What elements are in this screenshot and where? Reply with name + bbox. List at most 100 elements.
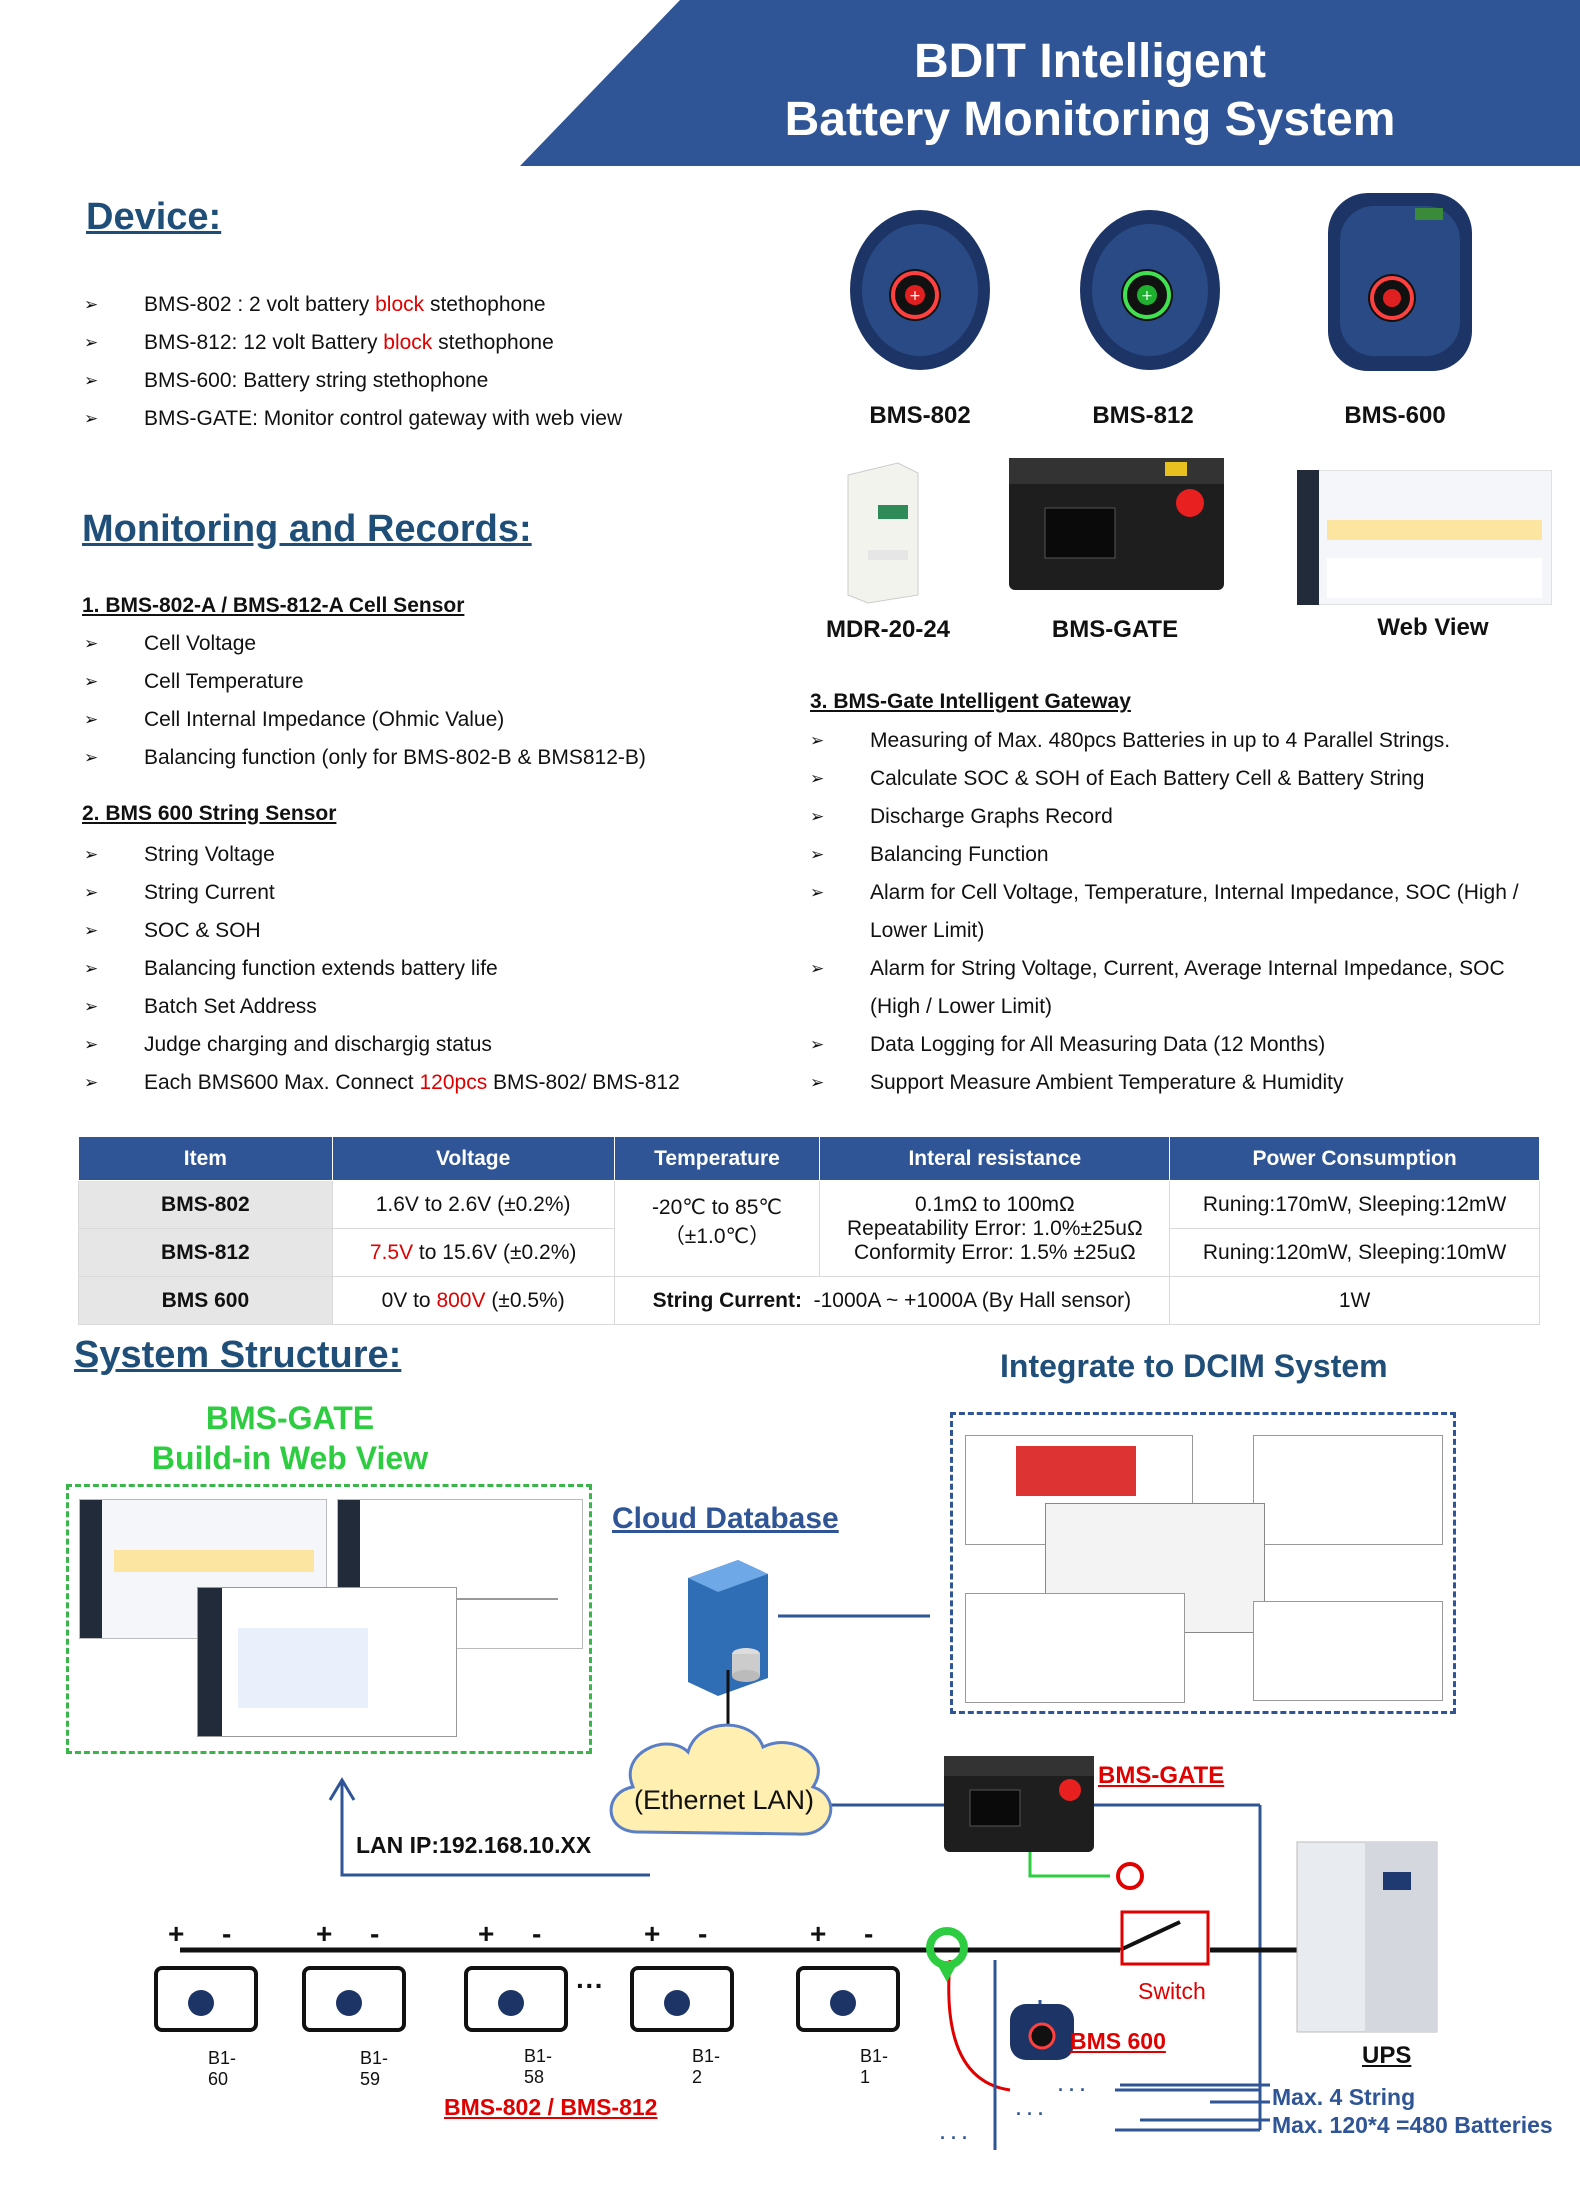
header-resistance: Interal resistance bbox=[819, 1136, 1171, 1181]
max-strings-label: Max. 4 String bbox=[1272, 2084, 1416, 2110]
header-voltage: Voltage bbox=[331, 1136, 615, 1181]
dcim-screenshot bbox=[965, 1593, 1185, 1703]
temperature-cell: -20℃ to 85℃（±1.0℃） bbox=[613, 1180, 821, 1277]
bms-812-image: + bbox=[1080, 210, 1220, 370]
row-power: Runing:170mW, Sleeping:12mW bbox=[1169, 1180, 1540, 1229]
list-item: Data Logging for All Measuring Data (12 … bbox=[810, 1026, 1550, 1064]
max-batteries-label: Max. 120*4 =480 Batteries bbox=[1272, 2112, 1553, 2138]
gate-label: BMS-GATE bbox=[1051, 616, 1179, 643]
s2-title: 2. BMS 600 String Sensor bbox=[82, 802, 337, 825]
cloud-database-title: Cloud Database bbox=[612, 1502, 839, 1535]
monitoring-heading: Monitoring and Records: bbox=[82, 508, 532, 550]
s3-list: Measuring of Max. 480pcs Batteries in up… bbox=[810, 722, 1550, 1102]
list-item: Measuring of Max. 480pcs Batteries in up… bbox=[810, 722, 1550, 760]
row-power: Runing:120mW, Sleeping:10mW bbox=[1169, 1228, 1540, 1277]
list-item: Support Measure Ambient Temperature & Hu… bbox=[810, 1064, 1550, 1102]
gate-webview-title1: BMS-GATE bbox=[205, 1400, 375, 1436]
s1-list: Cell Voltage Cell Temperature Cell Inter… bbox=[84, 625, 646, 777]
mdr-20-24-image bbox=[847, 462, 919, 604]
header-item: Item bbox=[78, 1136, 333, 1181]
row-voltage: 7.5V to 15.6V (±0.2%) bbox=[331, 1228, 615, 1277]
list-item: Discharge Graphs Record bbox=[810, 798, 1550, 836]
device-item: BMS-802 : 2 volt battery block stethopho… bbox=[84, 286, 622, 324]
bms-gate-image bbox=[1009, 458, 1224, 590]
list-item: Balancing Function bbox=[810, 836, 1550, 874]
bms-802-label: BMS-802 bbox=[869, 402, 971, 429]
title-banner bbox=[520, 0, 1580, 166]
row-item: BMS-812 bbox=[78, 1228, 333, 1277]
gate-webview-title2: Build-in Web View bbox=[151, 1440, 429, 1476]
hall-sensor-icon bbox=[926, 1927, 968, 1982]
list-item: String Current bbox=[84, 874, 680, 912]
device-item: BMS-GATE: Monitor control gateway with w… bbox=[84, 400, 622, 438]
s1-title: 1. BMS-802-A / BMS-812-A Cell Sensor bbox=[82, 594, 465, 617]
list-item: Batch Set Address bbox=[84, 988, 680, 1026]
list-item: Calculate SOC & SOH of Each Battery Cell… bbox=[810, 760, 1550, 798]
list-item: Balancing function (only for BMS-802-B &… bbox=[84, 739, 646, 777]
dcim-screenshot bbox=[1253, 1435, 1443, 1545]
svg-text:+: + bbox=[909, 288, 921, 304]
s2-list: String Voltage String Current SOC & SOH … bbox=[84, 836, 680, 1102]
bms-600-diagram-image bbox=[1010, 2004, 1074, 2060]
bms-600-diagram-label: BMS 600 bbox=[1070, 2028, 1166, 2054]
device-item: BMS-600: Battery string stethophone bbox=[84, 362, 622, 400]
header-power: Power Consumption bbox=[1169, 1136, 1540, 1181]
bms-812-label: BMS-812 bbox=[1092, 402, 1194, 429]
bms-600-label: BMS-600 bbox=[1344, 402, 1446, 429]
list-item: Cell Voltage bbox=[84, 625, 646, 663]
web-view-image bbox=[1297, 470, 1552, 605]
banner-title-line1: BDIT Intelligent bbox=[914, 35, 1266, 88]
table-row: BMS-802 1.6V to 2.6V (±0.2%) -20℃ to 85℃… bbox=[78, 1180, 1540, 1277]
table-row: BMS-812 7.5V to 15.6V (±0.2%) Runing:120… bbox=[78, 1228, 1540, 1277]
ups-image bbox=[1296, 1841, 1438, 2033]
list-item: Judge charging and dischargig status bbox=[84, 1026, 680, 1064]
list-item: Alarm for String Voltage, Current, Avera… bbox=[810, 950, 1550, 1026]
bms-gate-diagram-label: BMS-GATE bbox=[1098, 1762, 1225, 1789]
device-heading: Device: bbox=[86, 196, 222, 238]
switch-label: Switch bbox=[1138, 1978, 1206, 2004]
device-list: BMS-802 : 2 volt battery block stethopho… bbox=[84, 286, 622, 438]
row-power: 1W bbox=[1169, 1276, 1540, 1325]
device-item: BMS-812: 12 volt Battery block stethopho… bbox=[84, 324, 622, 362]
table-header-row: Item Voltage Temperature Interal resista… bbox=[78, 1136, 1540, 1181]
row-voltage: 0V to 800V (±0.5%) bbox=[331, 1276, 615, 1325]
s3-title: 3. BMS-Gate Intelligent Gateway bbox=[810, 690, 1131, 713]
row-voltage: 1.6V to 2.6V (±0.2%) bbox=[331, 1180, 615, 1229]
cell-sensor-label: BMS-802 / BMS-812 bbox=[444, 2094, 658, 2120]
svg-text:+: + bbox=[1141, 288, 1153, 304]
dcim-title: Integrate to DCIM System bbox=[1000, 1348, 1388, 1384]
string-current-cell: String Current: -1000A ~ +1000A (By Hall… bbox=[613, 1276, 1171, 1325]
ups-label: UPS bbox=[1362, 2042, 1412, 2069]
dcim-screenshot bbox=[1253, 1601, 1443, 1701]
ellipsis-dots: ··· bbox=[576, 1970, 604, 2001]
server-icon bbox=[688, 1560, 768, 1696]
bms-600-image bbox=[1328, 193, 1472, 371]
web-view-box bbox=[66, 1484, 592, 1754]
header-temperature: Temperature bbox=[613, 1136, 821, 1181]
row-item: BMS 600 bbox=[78, 1276, 333, 1325]
system-heading: System Structure: bbox=[74, 1334, 402, 1376]
banner-title-line2: Battery Monitoring System bbox=[784, 93, 1396, 146]
list-item: Alarm for Cell Voltage, Temperature, Int… bbox=[810, 874, 1550, 950]
bms-gate-diagram-image bbox=[944, 1756, 1094, 1852]
dcim-box bbox=[950, 1412, 1456, 1714]
lan-ip-label: LAN IP:192.168.10.XX bbox=[356, 1832, 592, 1858]
more-strings-dots: · · · bbox=[1016, 2104, 1044, 2124]
bms-802-image: + bbox=[850, 210, 990, 370]
web-screenshot bbox=[197, 1587, 457, 1737]
list-item: Balancing function extends battery life bbox=[84, 950, 680, 988]
spec-table: Item Voltage Temperature Interal resista… bbox=[78, 1136, 1540, 1325]
battery-string: + - B1-60 + - B1-59 + - B1-58 ··· + - B1… bbox=[150, 1918, 1030, 2089]
ethernet-cloud bbox=[609, 1723, 833, 1836]
list-item: Each BMS600 Max. Connect 120pcs BMS-802/… bbox=[84, 1064, 680, 1102]
row-item: BMS-802 bbox=[78, 1180, 333, 1229]
list-item: String Voltage bbox=[84, 836, 680, 874]
list-item: SOC & SOH bbox=[84, 912, 680, 950]
list-item: Cell Internal Impedance (Ohmic Value) bbox=[84, 701, 646, 739]
web-view-label: Web View bbox=[1377, 614, 1489, 641]
more-strings-dots: · · · bbox=[1058, 2080, 1086, 2100]
mdr-label: MDR-20-24 bbox=[825, 616, 951, 643]
list-item: Cell Temperature bbox=[84, 663, 646, 701]
more-strings-dots: · · · bbox=[940, 2128, 968, 2148]
